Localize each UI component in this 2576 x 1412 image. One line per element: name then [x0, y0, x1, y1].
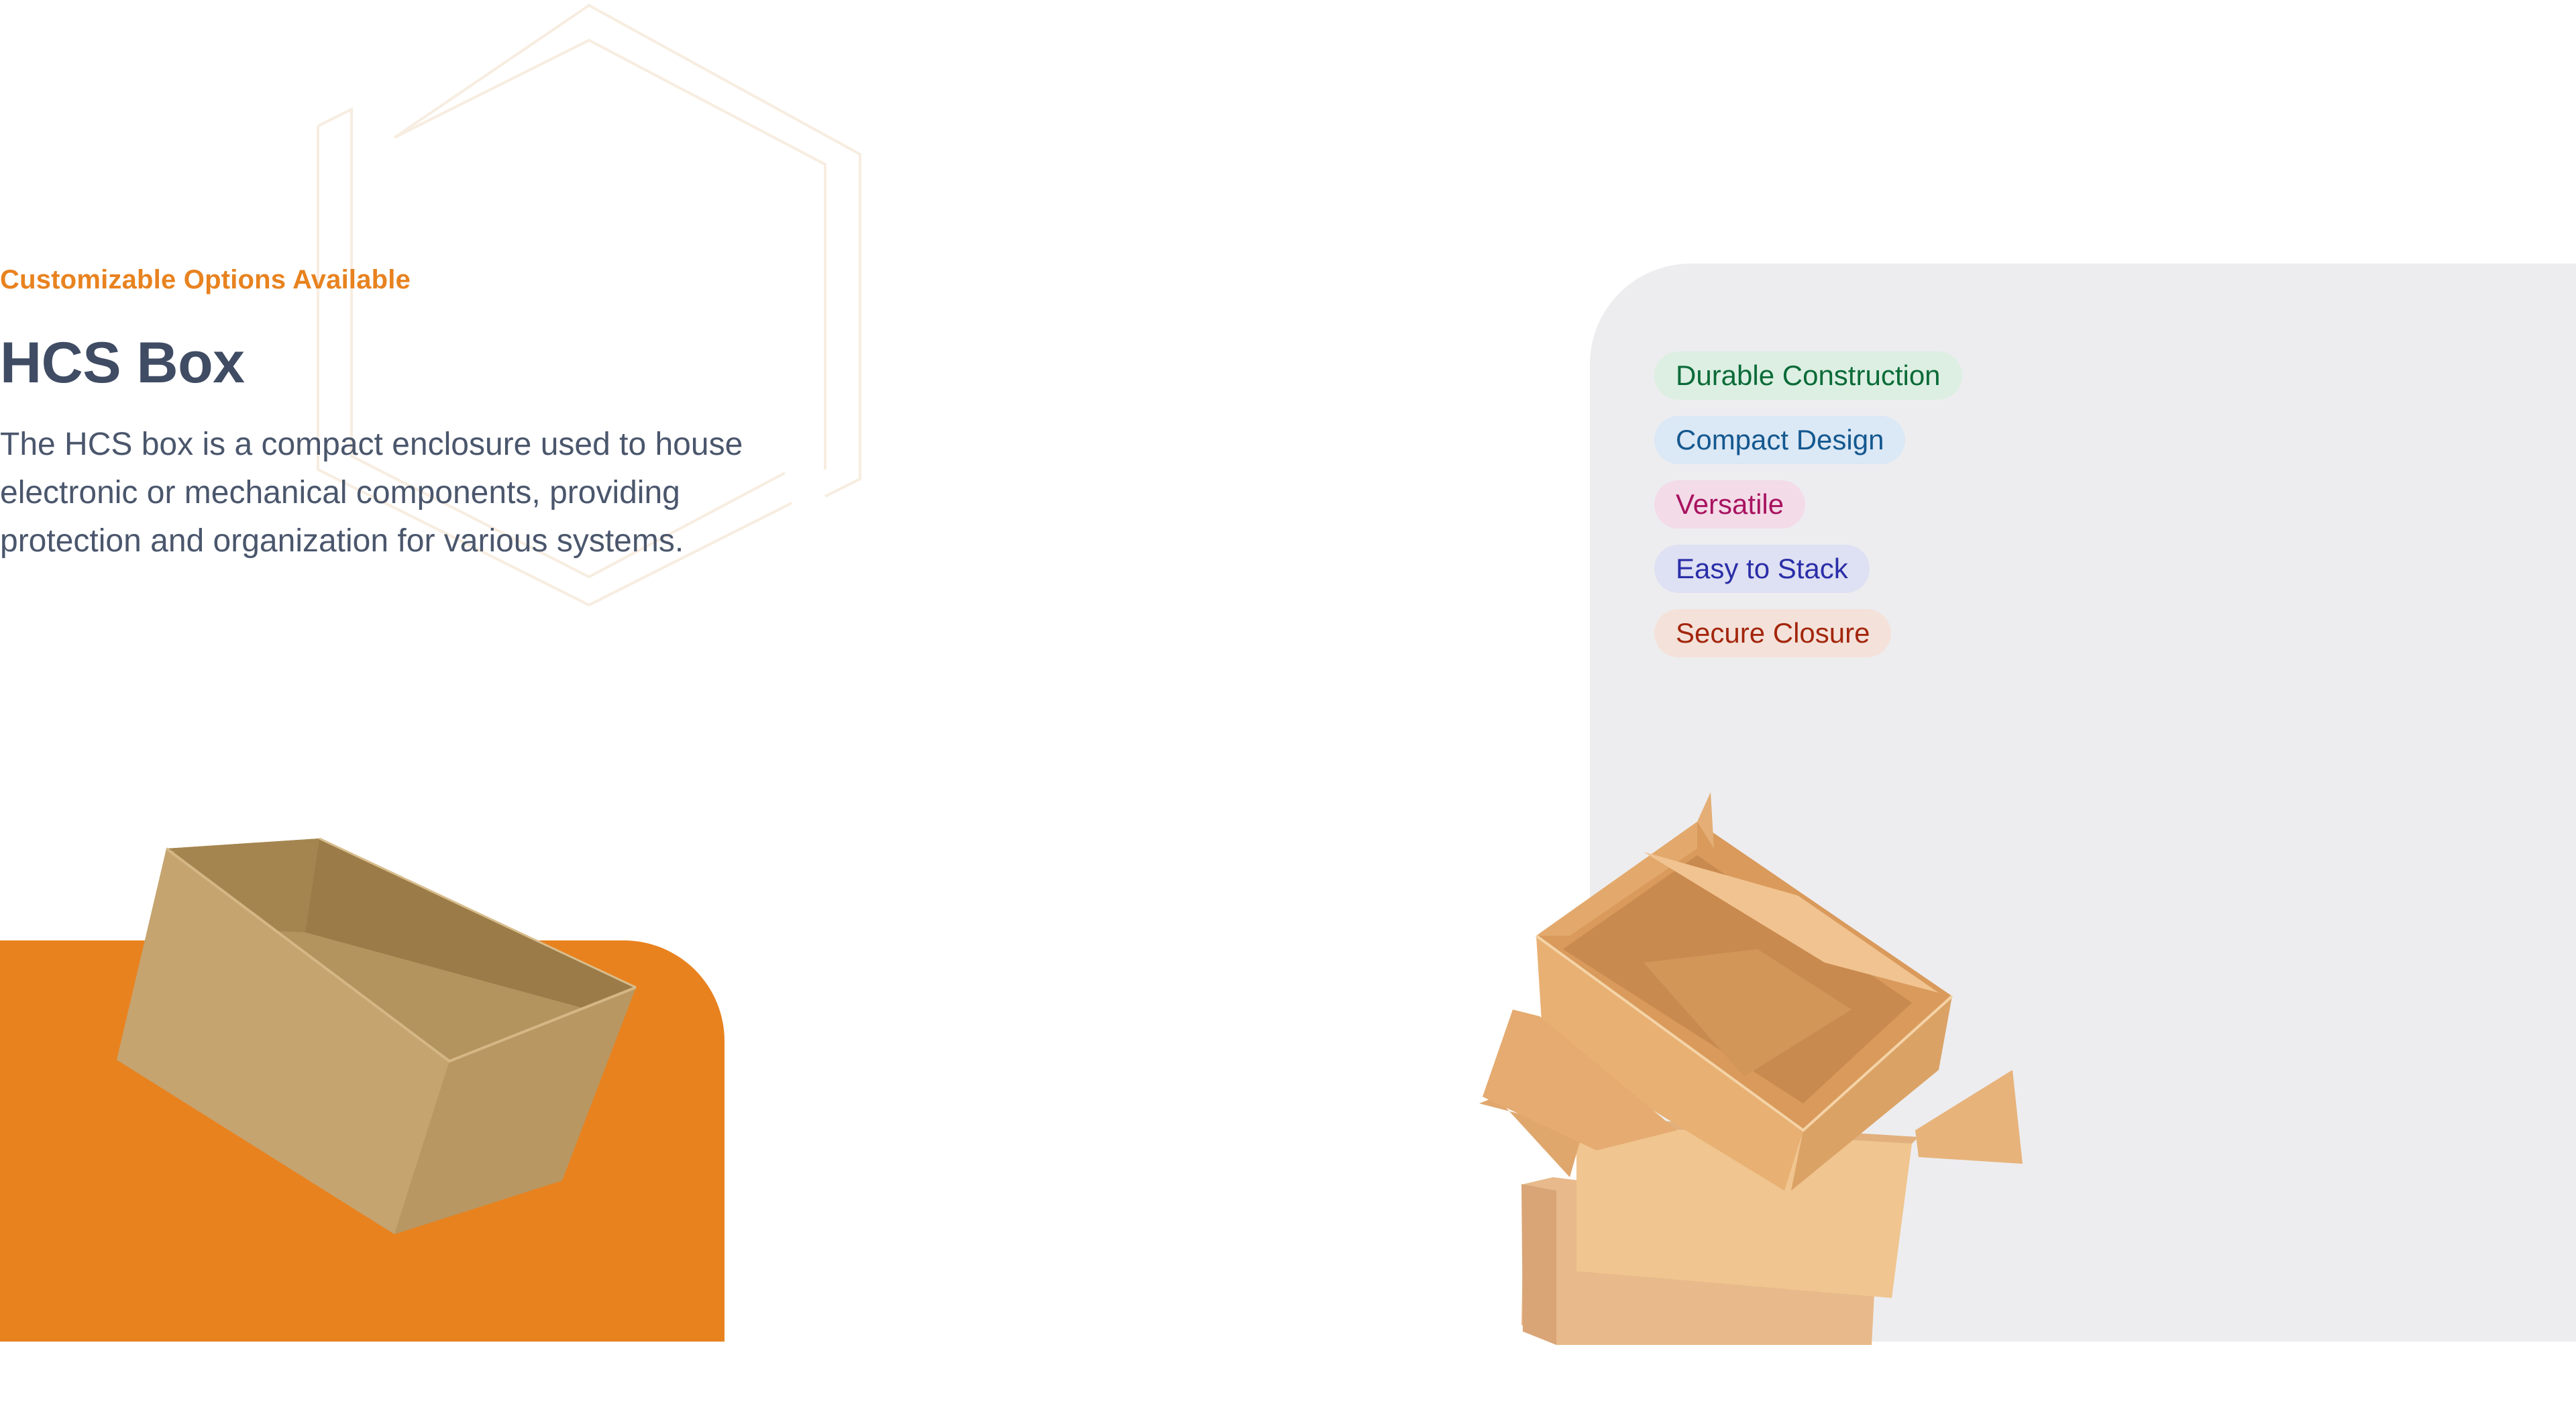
feature-chip: Durable Construction: [1654, 351, 1962, 400]
feature-item-durable-construction: Durable Construction: [1654, 351, 1962, 400]
eyebrow-text: Customizable Options Available: [0, 265, 411, 294]
feature-chip: Secure Closure: [1654, 609, 1892, 657]
feature-chip: Versatile: [1654, 480, 1806, 529]
hero-text-block: Customizable Options Available HCS Box T…: [0, 265, 832, 565]
cardboard-box-stack-image: [1479, 792, 2023, 1345]
product-description: The HCS box is a compact enclosure used …: [0, 427, 743, 559]
page-title: HCS Box: [0, 331, 245, 395]
feature-item-versatile: Versatile: [1654, 480, 1806, 529]
hexagon-outline-decoration: [317, 3, 861, 607]
feature-chip: Easy to Stack: [1654, 545, 1870, 593]
open-cardboard-box-image: [117, 837, 637, 1234]
features-list: Durable Construction Compact Design Vers…: [1654, 351, 1962, 657]
feature-item-secure-closure: Secure Closure: [1654, 609, 1892, 657]
feature-item-easy-to-stack: Easy to Stack: [1654, 545, 1870, 593]
feature-chip: Compact Design: [1654, 416, 1906, 464]
feature-item-compact-design: Compact Design: [1654, 416, 1906, 464]
